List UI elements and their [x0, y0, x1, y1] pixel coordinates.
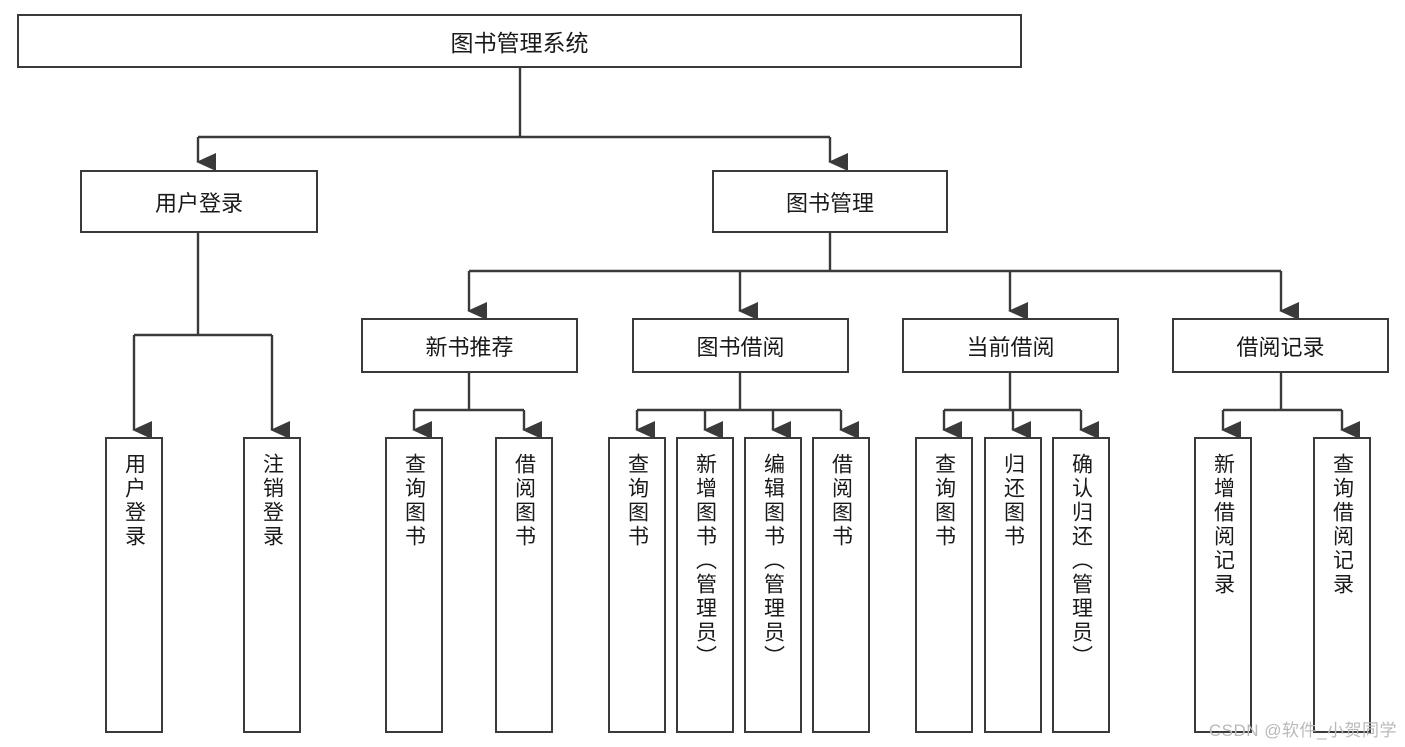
node-label: 借阅图书 [512, 453, 536, 549]
leaf-confirm-return[interactable]: 确认归还（管理员） [1052, 437, 1110, 733]
node-label: 借阅图书 [829, 453, 853, 549]
node-current-borrow[interactable]: 当前借阅 [902, 318, 1119, 373]
leaf-add-record[interactable]: 新增借阅记录 [1194, 437, 1252, 733]
node-label: 确认归还（管理员） [1069, 453, 1093, 669]
node-label: 查询图书 [402, 453, 426, 549]
node-label: 图书管理系统 [450, 30, 589, 56]
node-label: 当前借阅 [966, 334, 1055, 360]
node-label: 新增图书（管理员） [693, 453, 717, 669]
node-label: 新书推荐 [425, 334, 514, 360]
leaf-add-book[interactable]: 新增图书（管理员） [676, 437, 734, 733]
node-label: 查询图书 [625, 453, 649, 549]
leaf-edit-book[interactable]: 编辑图书（管理员） [744, 437, 802, 733]
node-label: 新增借阅记录 [1211, 453, 1235, 597]
node-root-book-management-system[interactable]: 图书管理系统 [17, 14, 1022, 68]
leaf-query-record[interactable]: 查询借阅记录 [1313, 437, 1371, 733]
node-label: 查询借阅记录 [1330, 453, 1354, 597]
node-label: 查询图书 [932, 453, 956, 549]
leaf-query-book-1[interactable]: 查询图书 [385, 437, 443, 733]
leaf-query-book-3[interactable]: 查询图书 [915, 437, 973, 733]
leaf-logout-login[interactable]: 注销登录 [243, 437, 301, 733]
leaf-return-book[interactable]: 归还图书 [984, 437, 1042, 733]
node-label: 图书管理 [785, 190, 874, 216]
node-label: 图书借阅 [696, 334, 785, 360]
node-label: 归还图书 [1001, 453, 1025, 549]
watermark-text: CSDN @软件_小贺同学 [1208, 721, 1397, 740]
node-label: 编辑图书（管理员） [761, 453, 785, 669]
node-book-borrow[interactable]: 图书借阅 [632, 318, 849, 373]
node-new-book-recommend[interactable]: 新书推荐 [361, 318, 578, 373]
leaf-query-book-2[interactable]: 查询图书 [608, 437, 666, 733]
node-user-login[interactable]: 用户登录 [80, 170, 318, 233]
node-book-management[interactable]: 图书管理 [712, 170, 948, 233]
leaf-borrow-book-1[interactable]: 借阅图书 [495, 437, 553, 733]
leaf-user-login[interactable]: 用户登录 [105, 437, 163, 733]
node-label: 借阅记录 [1236, 334, 1325, 360]
leaf-borrow-book-2[interactable]: 借阅图书 [812, 437, 870, 733]
node-borrow-record[interactable]: 借阅记录 [1172, 318, 1389, 373]
node-label: 用户登录 [122, 453, 146, 549]
node-label: 注销登录 [260, 453, 284, 549]
node-label: 用户登录 [154, 190, 243, 216]
